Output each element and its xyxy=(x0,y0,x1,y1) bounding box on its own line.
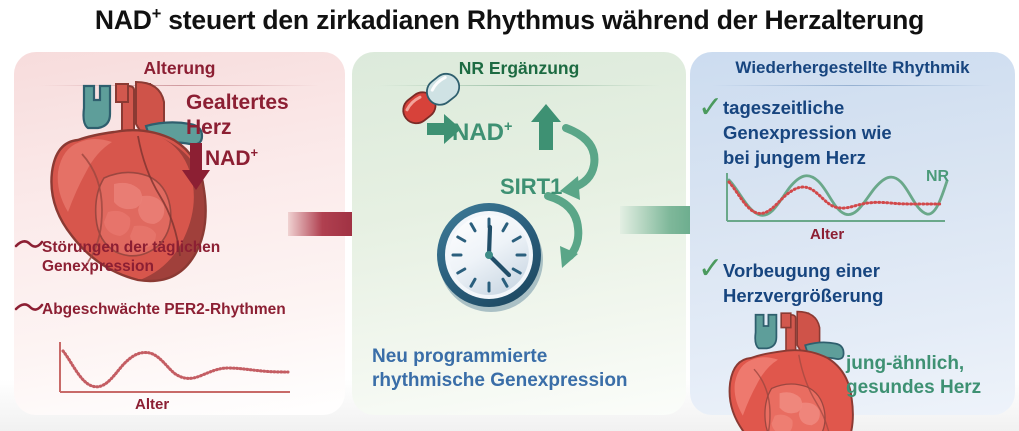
reprogram-line1: Neu programmierte xyxy=(372,346,548,367)
aging-bullet-2: Abgeschwächte PER2-Rhythmen xyxy=(42,300,286,319)
panel-aging: Alterung xyxy=(14,52,345,415)
reprogram-line2: rhythmische Genexpression xyxy=(372,370,628,391)
reprogrammed-expression-text: Neu programmierte rhythmische Genexpress… xyxy=(372,345,628,393)
nad-decrease-label: NAD+ xyxy=(205,145,258,171)
restored-benefit-1-line1: tageszeitliche xyxy=(723,97,845,118)
panel-nr-divider xyxy=(378,85,660,86)
aged-heart-label-line2: Herz xyxy=(186,116,232,139)
nr-curve-legend-label: NR xyxy=(926,168,950,185)
restored-benefit-2: Vorbeugung einer Herzvergrößerung xyxy=(723,258,883,308)
aging-bullet-2-line1: Abgeschwächte PER2-Rhythmen xyxy=(42,301,286,318)
restored-benefit-2-line1: Vorbeugung einer xyxy=(723,260,880,281)
aged-heart-label: Gealtertes Herz xyxy=(186,90,289,140)
restored-benefit-2-line2: Herzvergrößerung xyxy=(723,285,884,306)
nad-up-text: NAD xyxy=(452,119,504,146)
nad-up-superscript: + xyxy=(504,119,513,135)
aging-bullet-1: Störungen der täglichen Genexpression xyxy=(42,238,220,276)
panel-aging-divider xyxy=(40,85,319,86)
title-rest: steuert den zirkadianen Rhythmus während… xyxy=(161,5,925,35)
checkmark-icon-1: ✓ xyxy=(698,91,724,124)
young-heart-text-line1: jung-ähnlich, xyxy=(846,353,965,374)
young-heart-text-line2: gesundes Herz xyxy=(846,377,982,398)
page-title: NAD+ steuert den zirkadianen Rhythmus wä… xyxy=(0,5,1019,36)
nad-increase-label: NAD+ xyxy=(452,119,512,147)
restored-benefit-1-line3: bei jungem Herz xyxy=(723,147,866,168)
restored-chart-axis-label: Alter xyxy=(810,226,845,243)
aging-bullet-1-line1: Störungen der täglichen xyxy=(42,239,221,256)
panel-aging-title: Alterung xyxy=(143,58,216,78)
aged-heart-label-line1: Gealtertes xyxy=(186,91,289,114)
title-superscript: + xyxy=(151,5,162,24)
restored-benefit-1: tageszeitliche Genexpression wie bei jun… xyxy=(723,95,892,170)
sirt1-label: SIRT1 xyxy=(500,174,563,199)
title-prefix: NAD xyxy=(94,5,152,35)
checkmark-icon-2: ✓ xyxy=(698,252,724,285)
young-heart-text: jung-ähnlich, gesundes Herz xyxy=(846,352,981,400)
panel-nr-title: NR Ergänzung xyxy=(458,58,580,78)
panel-restored-divider xyxy=(712,85,993,86)
nad-superscript: + xyxy=(250,145,259,160)
aging-bullet-1-line2: Genexpression xyxy=(42,258,154,275)
panel-restored-title: Wiederhergestellte Rhythmik xyxy=(735,58,970,77)
aging-chart-axis-label: Alter xyxy=(135,396,170,413)
restored-benefit-1-line2: Genexpression wie xyxy=(723,122,892,143)
nad-text: NAD xyxy=(205,147,251,170)
